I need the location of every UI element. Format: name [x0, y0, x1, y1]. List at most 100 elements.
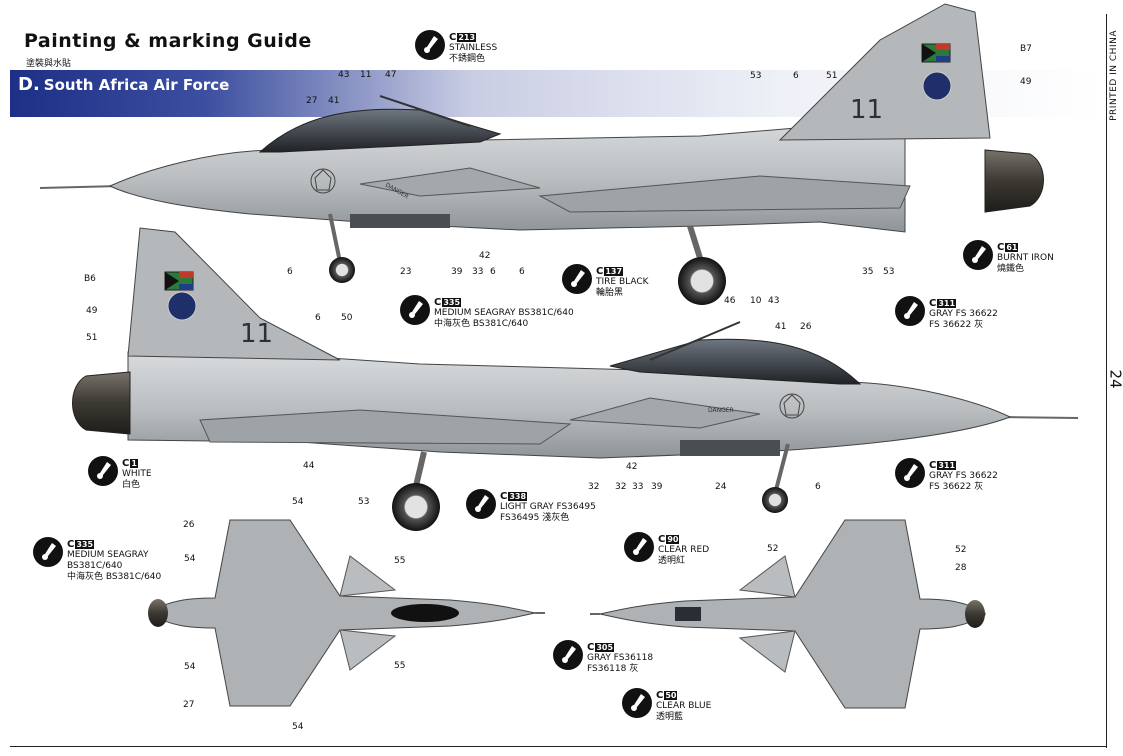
pitot-probe — [39, 185, 121, 189]
brush-icon — [415, 30, 445, 60]
callout-number: 6 — [519, 267, 525, 277]
callout-number: 33 — [632, 482, 644, 492]
plan-view-lower — [590, 519, 986, 709]
callout-number: 43 — [338, 70, 350, 80]
callout-number: 51 — [86, 333, 98, 343]
brush-icon — [622, 688, 652, 718]
callout-number: 53 — [358, 497, 370, 507]
callout-number: 55 — [394, 556, 406, 566]
plan-view-upper — [148, 519, 545, 707]
callout-number: 41 — [775, 322, 787, 332]
main-wheel-bottom — [392, 483, 440, 531]
intake-lower — [350, 214, 450, 228]
callout-number: 32 — [588, 482, 600, 492]
callout-number: 54 — [184, 662, 196, 672]
callout-number: 49 — [86, 306, 98, 316]
side-view-left-facing: 11 DANGER — [39, 3, 1044, 305]
callout-number: 54 — [292, 722, 304, 732]
canard-2 — [569, 397, 761, 429]
section-title: South Africa Air Force — [43, 76, 230, 94]
callout-number: 28 — [955, 563, 967, 573]
frame-bottom — [10, 746, 1107, 747]
callout-number: 39 — [651, 482, 663, 492]
canard-right-top — [339, 629, 397, 671]
callout-number: 43 — [768, 296, 780, 306]
saaf-badge-top — [922, 71, 952, 101]
saaf-badge-bottom — [167, 291, 197, 321]
canard — [359, 167, 541, 197]
brush-icon — [553, 640, 583, 670]
tail-number-bottom: 11 — [240, 319, 273, 349]
callout-number: 41 — [328, 96, 340, 106]
brush-icon — [895, 296, 925, 326]
callout-number: 26 — [183, 520, 195, 530]
brush-icon — [400, 295, 430, 325]
section-heading: D.South Africa Air Force — [18, 74, 229, 95]
callout-number: 46 — [724, 296, 736, 306]
callout-number: 11 — [360, 70, 372, 80]
pitot-probe-2 — [999, 416, 1079, 419]
callout-number: 32 — [615, 482, 627, 492]
brush-icon — [88, 456, 118, 486]
wing — [538, 175, 911, 213]
castle-roundel — [310, 168, 336, 194]
callout-number: 33 — [472, 267, 484, 277]
callout-number: 52 — [955, 545, 967, 555]
callout-number: 44 — [303, 461, 315, 471]
callout-number: 53 — [750, 71, 762, 81]
callout-number: 47 — [385, 70, 397, 80]
callout-number: 42 — [626, 462, 638, 472]
brush-icon — [963, 240, 993, 270]
brush-icon — [562, 264, 592, 294]
page-subtitle: 塗裝與水貼 — [26, 59, 72, 69]
tail-number-top: 11 — [850, 95, 883, 125]
frame-right — [1106, 14, 1107, 748]
callout-number: 27 — [306, 96, 318, 106]
castle-roundel-2 — [779, 393, 805, 419]
callout-number: 53 — [883, 267, 895, 277]
canopy-top — [258, 108, 502, 153]
brush-icon — [895, 458, 925, 488]
callout-number: 6 — [793, 71, 799, 81]
callout-number: 50 — [341, 313, 353, 323]
callout-number: 54 — [292, 497, 304, 507]
callout-number: 24 — [715, 482, 727, 492]
canard-left-top — [339, 555, 397, 597]
main-wheel-top — [678, 257, 726, 305]
exhaust-nozzle-2 — [72, 371, 131, 435]
callout-number: B7 — [1020, 44, 1032, 54]
callout-number: 27 — [183, 700, 195, 710]
callout-number: 49 — [1020, 77, 1032, 87]
callout-number: 42 — [479, 251, 491, 261]
vertical-fin-bottom — [127, 227, 341, 361]
brush-icon — [33, 537, 63, 567]
callout-number: 6 — [815, 482, 821, 492]
brush-icon — [466, 489, 496, 519]
callout-number: 10 — [750, 296, 762, 306]
callout-number: 6 — [287, 267, 293, 277]
side-view-right-facing: 11 DANGER — [72, 227, 1079, 531]
callout-number: 26 — [800, 322, 812, 332]
exhaust-nozzle — [984, 149, 1044, 213]
callout-number: B6 — [84, 274, 96, 284]
callout-number: 54 — [184, 554, 196, 564]
callout-number: 6 — [315, 313, 321, 323]
brush-icon — [624, 532, 654, 562]
callout-number: 6 — [490, 267, 496, 277]
callout-number: 52 — [767, 544, 779, 554]
section-letter: D. — [18, 74, 40, 95]
page-title: Painting & marking Guide — [24, 30, 312, 52]
callout-number: 35 — [862, 267, 874, 277]
callout-number: 23 — [400, 267, 412, 277]
